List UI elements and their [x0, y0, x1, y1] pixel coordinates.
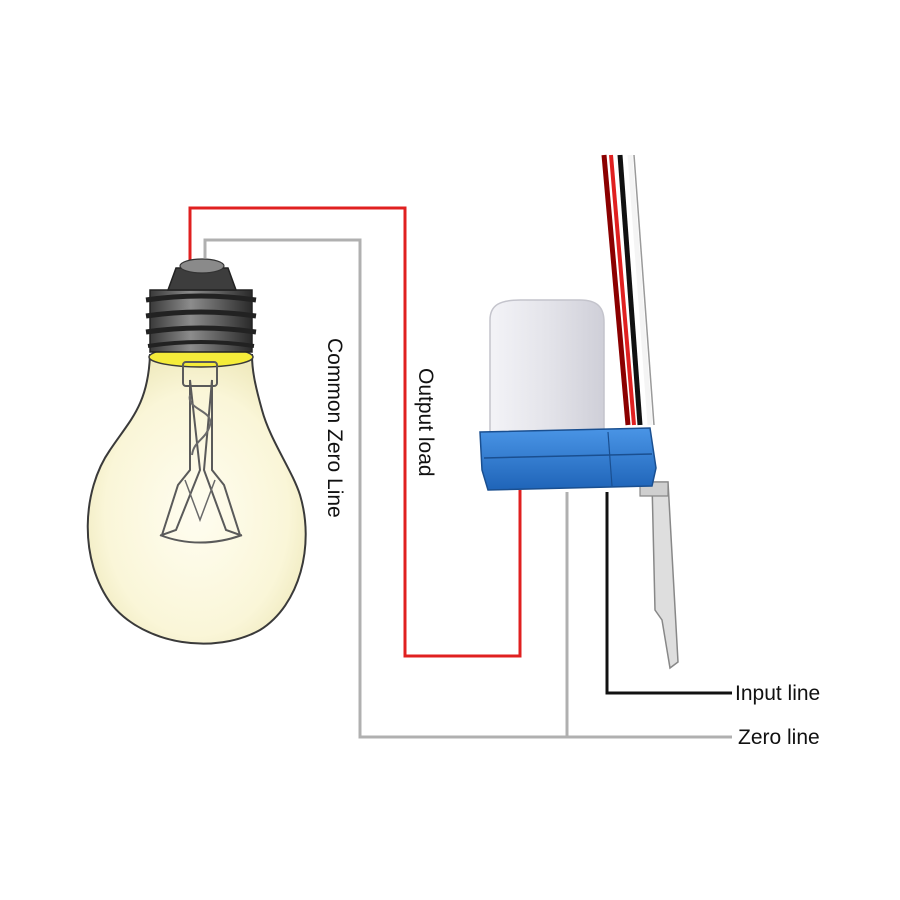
light-bulb-icon: [86, 258, 307, 645]
zero-line-label: Zero line: [738, 726, 820, 749]
common-zero-line-label: Common Zero Line: [323, 338, 346, 518]
input-line-label: Input line: [735, 682, 820, 705]
photocell-sensor-icon: [479, 154, 679, 670]
common-zero-wire: [203, 238, 569, 739]
output-load-wire: [188, 206, 522, 658]
output-load-label: Output load: [414, 368, 437, 477]
input-line-wire: [605, 492, 732, 695]
